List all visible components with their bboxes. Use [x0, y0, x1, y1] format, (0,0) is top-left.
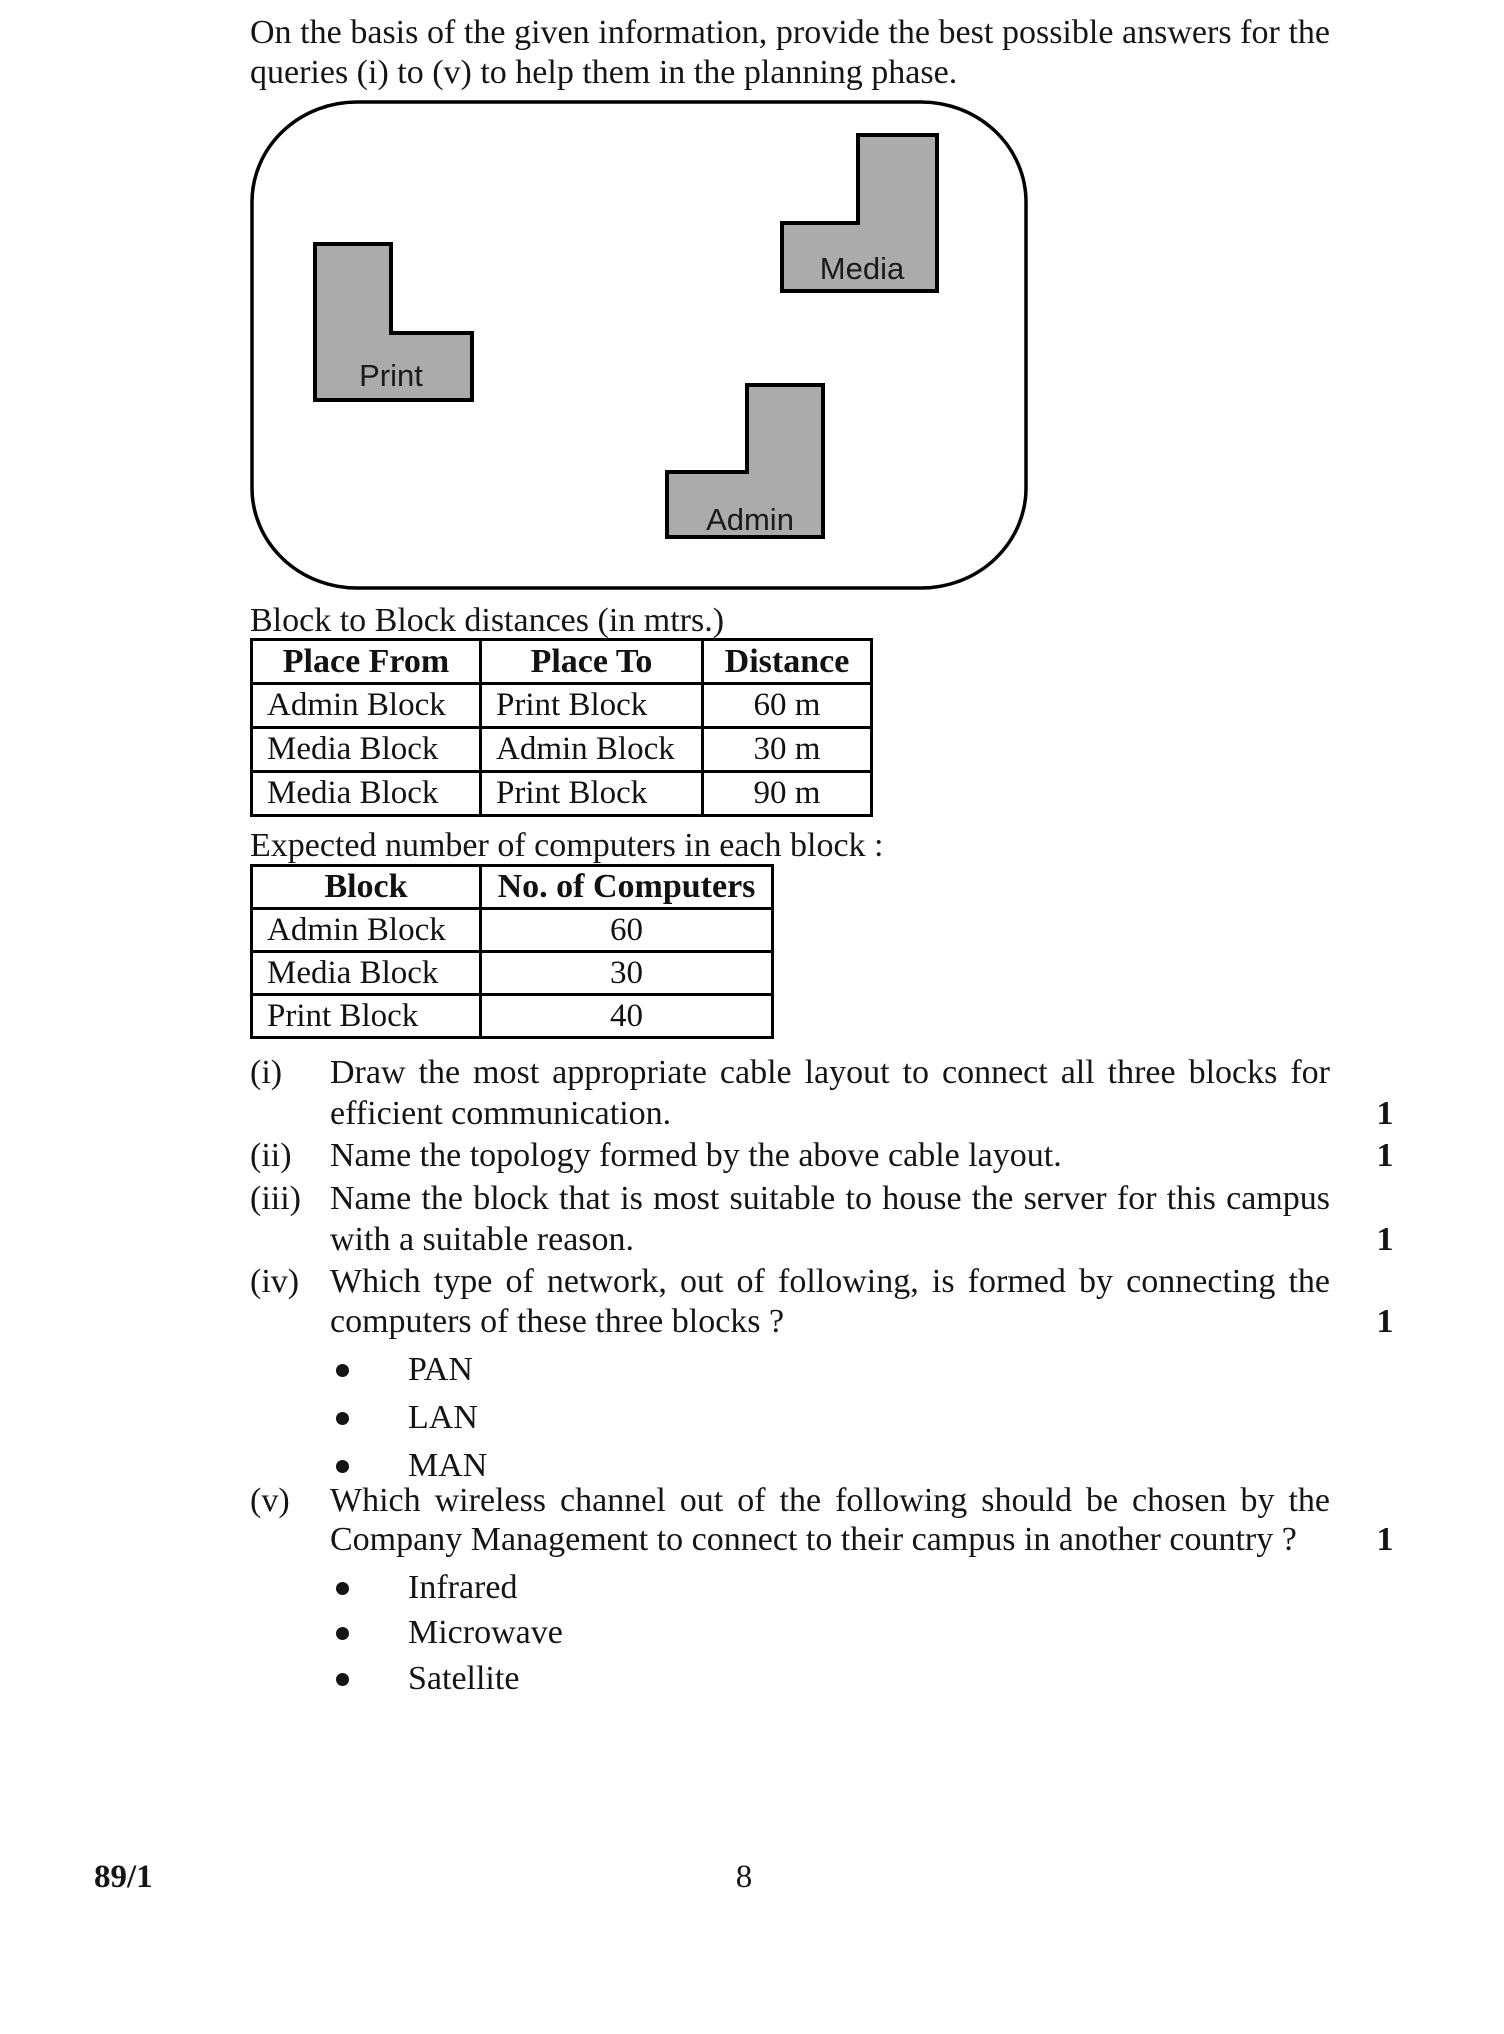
admin-block-shape	[665, 383, 825, 539]
distance-table-title: Block to Block distances (in mtrs.)	[250, 602, 725, 639]
option-label: PAN	[408, 1351, 473, 1388]
bullet-icon	[336, 1412, 349, 1425]
marks-value: 1	[1376, 1221, 1394, 1258]
table-cell: 90 m	[701, 770, 873, 817]
question-line: Draw the most appropriate cable layout t…	[330, 1054, 1330, 1091]
table-cell: Media Block	[250, 770, 482, 817]
bullet-icon	[336, 1364, 349, 1377]
marks-value: 1	[1376, 1095, 1394, 1132]
table-cell: 60	[479, 907, 774, 953]
computers-table-row: Media Block 30	[250, 950, 774, 996]
question-number: (iii)	[250, 1180, 301, 1217]
option-label: Satellite	[408, 1660, 520, 1697]
bullet-icon	[336, 1582, 349, 1595]
intro-line-1: On the basis of the given information, p…	[250, 14, 1330, 51]
print-block-label: Print	[359, 358, 423, 393]
table-cell: Media Block	[250, 726, 482, 773]
media-block-shape	[780, 133, 939, 293]
computers-table-header-row: Block No. of Computers	[250, 864, 774, 910]
distance-table-row: Media Block Print Block 90 m	[250, 770, 873, 817]
paper-code: 89/1	[94, 1859, 153, 1895]
question-line: computers of these three blocks ?	[330, 1303, 785, 1340]
table-cell: Media Block	[250, 950, 482, 996]
question-line: with a suitable reason.	[330, 1221, 635, 1258]
distance-header-place-from: Place From	[250, 638, 482, 685]
table-cell: Print Block	[479, 682, 704, 729]
table-cell: Admin Block	[250, 907, 482, 953]
question-line: efficient communication.	[330, 1095, 672, 1132]
distance-table-row: Admin Block Print Block 60 m	[250, 682, 873, 729]
table-cell: Print Block	[479, 770, 704, 817]
table-cell: 30	[479, 950, 774, 996]
computers-table: Block No. of Computers Admin Block 60 Me…	[250, 864, 774, 1039]
question-number: (i)	[250, 1054, 283, 1091]
print-block-shape	[313, 242, 474, 402]
table-cell: 60 m	[701, 682, 873, 729]
option-label: LAN	[408, 1399, 478, 1436]
marks-value: 1	[1376, 1137, 1394, 1174]
table-cell: Print Block	[250, 993, 482, 1039]
computers-table-row: Print Block 40	[250, 993, 774, 1039]
question-line: Company Management to connect to their c…	[330, 1521, 1297, 1558]
table-cell: 30 m	[701, 726, 873, 773]
option-label: MAN	[408, 1447, 488, 1484]
option-label: Microwave	[408, 1614, 563, 1651]
computers-table-row: Admin Block 60	[250, 907, 774, 953]
distance-table-header-row: Place From Place To Distance	[250, 638, 873, 685]
marks-value: 1	[1376, 1303, 1394, 1340]
bullet-icon	[336, 1460, 349, 1473]
question-number: (v)	[250, 1482, 290, 1519]
question-number: (ii)	[250, 1137, 292, 1174]
question-line: Which wireless channel out of the follow…	[330, 1482, 1330, 1519]
computers-header-count: No. of Computers	[479, 864, 774, 910]
distance-table: Place From Place To Distance Admin Block…	[250, 638, 873, 817]
campus-diagram: Print Media Admin	[250, 100, 1028, 590]
distance-header-place-to: Place To	[479, 638, 704, 685]
option-label: Infrared	[408, 1569, 518, 1606]
bullet-icon	[336, 1673, 349, 1686]
question-line: Name the block that is most suitable to …	[330, 1180, 1330, 1217]
question-number: (iv)	[250, 1263, 300, 1300]
question-line: Which type of network, out of following,…	[330, 1263, 1330, 1300]
computers-header-block: Block	[250, 864, 482, 910]
question-line: Name the topology formed by the above ca…	[330, 1137, 1062, 1174]
table-cell: Admin Block	[250, 682, 482, 729]
computers-table-title: Expected number of computers in each blo…	[250, 827, 884, 864]
page-number: 8	[735, 1859, 753, 1895]
media-block-label: Media	[820, 251, 905, 286]
bullet-icon	[336, 1627, 349, 1640]
table-cell: 40	[479, 993, 774, 1039]
admin-block-label: Admin	[706, 502, 794, 537]
marks-value: 1	[1376, 1521, 1394, 1558]
table-cell: Admin Block	[479, 726, 704, 773]
distance-header-distance: Distance	[701, 638, 873, 685]
intro-line-2: queries (i) to (v) to help them in the p…	[250, 54, 958, 91]
distance-table-row: Media Block Admin Block 30 m	[250, 726, 873, 773]
